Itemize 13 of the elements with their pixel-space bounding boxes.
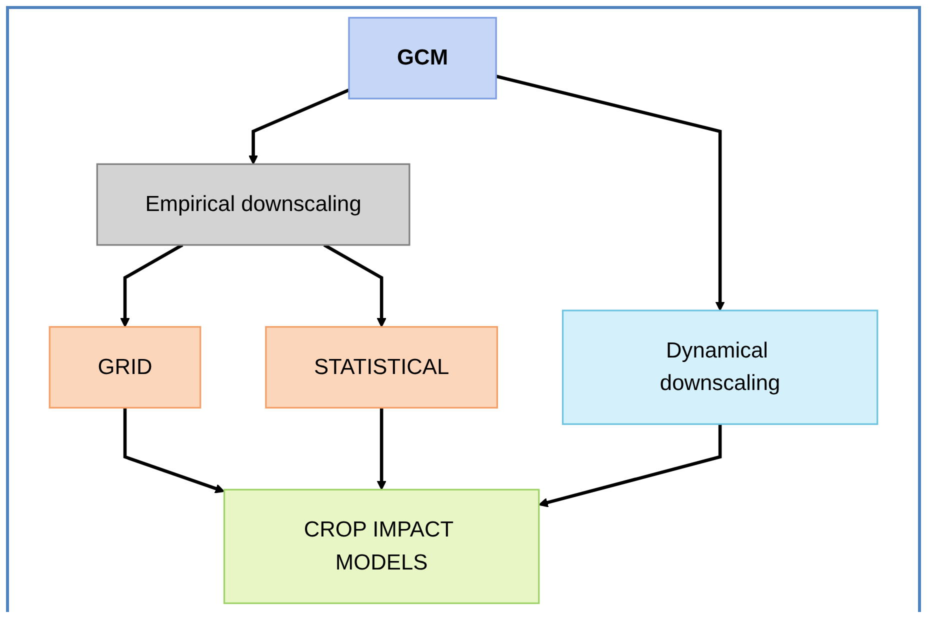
node-box: GCM	[348, 16, 497, 100]
arrow	[538, 424, 722, 508]
node-box: CROP IMPACT MODELS	[223, 488, 540, 604]
node-box: STATISTICAL	[265, 326, 498, 409]
arrow	[376, 408, 386, 490]
arrow	[323, 244, 386, 328]
arrow	[123, 408, 225, 494]
arrow	[248, 88, 350, 165]
arrow	[120, 244, 184, 328]
arrow	[496, 74, 725, 311]
node-box: GRID	[48, 326, 202, 409]
node-box: Empirical downscaling	[96, 163, 410, 246]
node-box: Dynamical downscaling	[562, 310, 878, 425]
